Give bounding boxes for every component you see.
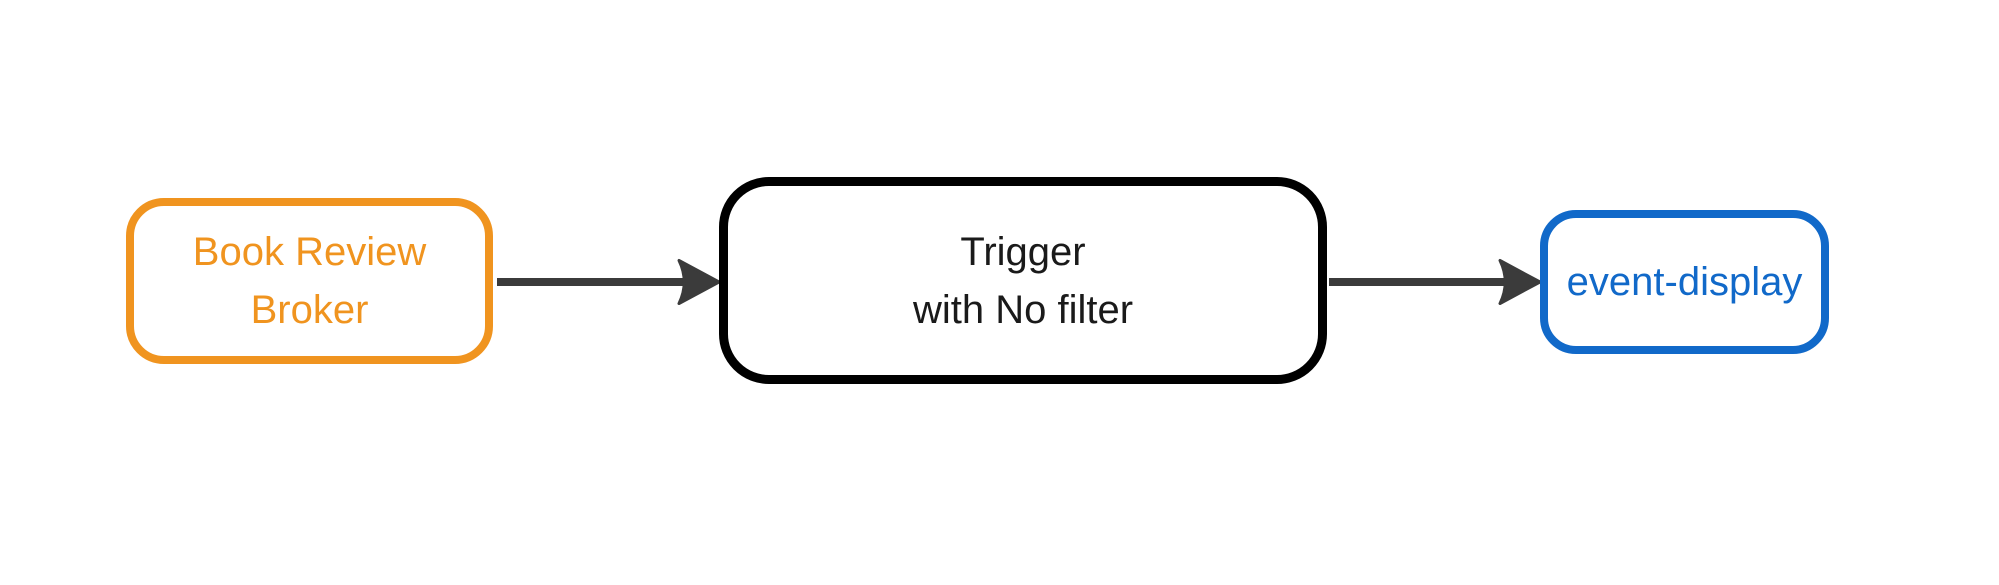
node-trigger: Trigger with No filter xyxy=(719,177,1327,384)
node-book-review-broker-label: Book Review Broker xyxy=(193,223,426,339)
node-event-display-label: event-display xyxy=(1567,253,1803,311)
node-book-review-broker: Book Review Broker xyxy=(126,198,493,364)
arrowhead-outline xyxy=(677,259,721,305)
arrowhead-icon xyxy=(679,260,719,304)
label-line: with No filter xyxy=(912,287,1134,332)
label-line: Book Review xyxy=(192,230,427,274)
edge-trigger-to-event-display xyxy=(1329,259,1542,305)
arrowhead-outline xyxy=(1498,259,1542,305)
label-line: event-display xyxy=(1566,260,1803,304)
node-trigger-label: Trigger with No filter xyxy=(913,223,1133,339)
label-line: Broker xyxy=(250,288,369,332)
arrowhead-icon xyxy=(1500,260,1540,304)
edge-broker-to-trigger xyxy=(497,259,721,305)
label-line: Trigger xyxy=(960,229,1086,274)
node-event-display: event-display xyxy=(1540,210,1829,354)
